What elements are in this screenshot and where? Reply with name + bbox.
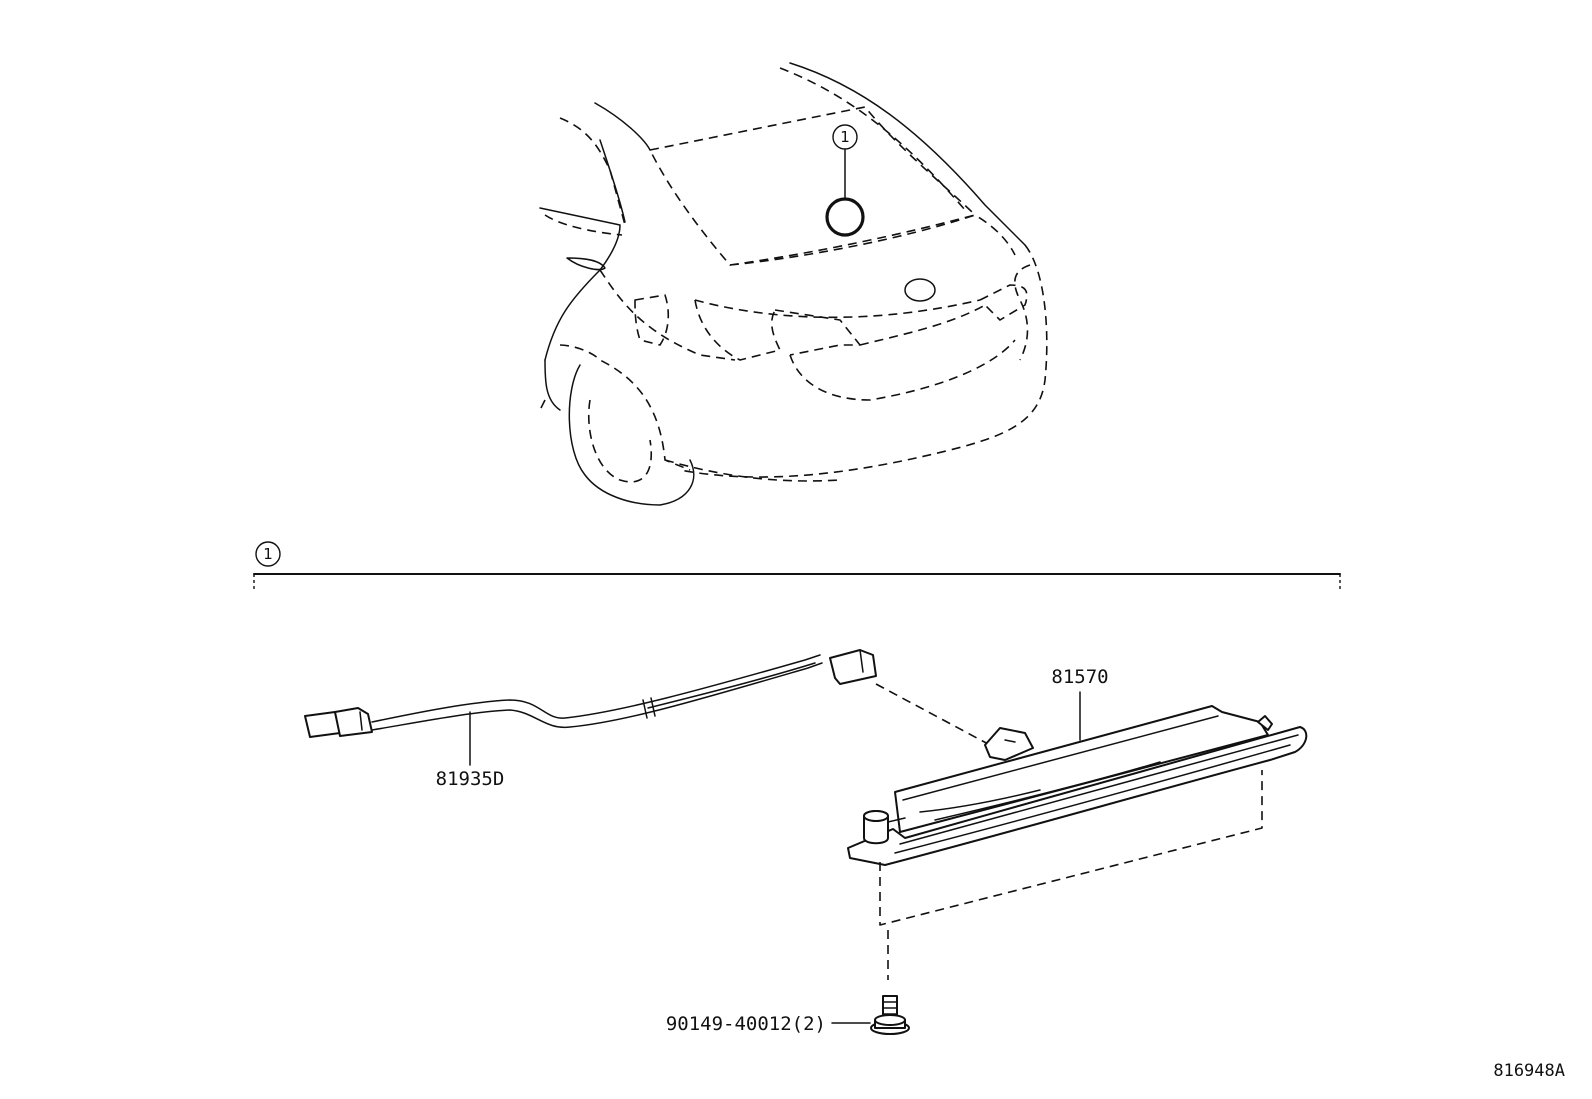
- diagram-reference-number: 816948A: [1493, 1061, 1565, 1081]
- callout-number-section: 1: [263, 545, 273, 563]
- lamp-location-marker: [825, 197, 865, 237]
- callout-number-top: 1: [840, 128, 850, 146]
- wire-harness-illustration: 81935D: [304, 649, 877, 790]
- car-rear-illustration: 1: [539, 62, 1048, 506]
- callout-circle-top: [832, 124, 858, 150]
- stop-lamp-illustration: 81570: [847, 666, 1308, 866]
- section-bracket: 1: [253, 541, 1341, 592]
- stop-lamp-part-number: 81570: [1051, 666, 1108, 688]
- screw-illustration: 90149-40012(2): [666, 995, 910, 1035]
- screw-part-number: 90149-40012(2): [666, 1013, 826, 1035]
- wire-harness-part-number: 81935D: [436, 768, 505, 790]
- screw-guide-box: [879, 770, 1263, 926]
- callout-circle-section: [255, 541, 281, 567]
- connection-guide-line: [875, 683, 991, 746]
